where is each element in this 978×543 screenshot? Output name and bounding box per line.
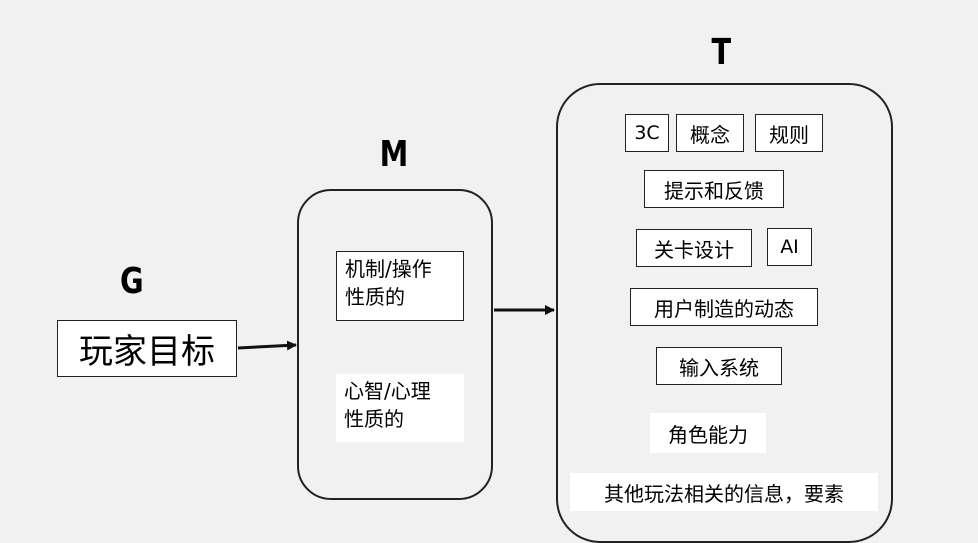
- mental-line-2: 性质的: [344, 407, 404, 431]
- t-item-concept: 概念: [676, 114, 744, 152]
- t-item-user-dynamics: 用户制造的动态: [630, 288, 818, 326]
- t-item-3c: 3C: [625, 114, 669, 152]
- mechanics-line-1: 机制/操作: [345, 257, 432, 281]
- mechanics-nature-box: 机制/操作 性质的: [336, 251, 464, 321]
- mental-line-1: 心智/心理: [344, 379, 431, 403]
- label-t: T: [711, 32, 732, 73]
- t-item-other-gameplay-info: 其他玩法相关的信息，要素: [570, 473, 878, 511]
- player-goal-box: 玩家目标: [57, 320, 237, 377]
- t-item-rules: 规则: [755, 114, 823, 152]
- player-goal-text: 玩家目标: [79, 332, 215, 372]
- t-item-input-system: 输入系统: [656, 347, 782, 385]
- mechanics-line-2: 性质的: [345, 285, 405, 309]
- label-m: M: [379, 134, 409, 175]
- arrow-g-to-m: [237, 340, 297, 351]
- t-item-level-design: 关卡设计: [636, 229, 752, 267]
- m-group: [297, 189, 493, 500]
- t-item-character-abilities: 角色能力: [650, 413, 766, 453]
- label-g: G: [119, 261, 144, 302]
- arrows-layer: [237, 305, 555, 351]
- t-item-ai: AI: [767, 228, 812, 266]
- t-item-hints-feedback: 提示和反馈: [644, 170, 784, 208]
- mental-nature-box: 心智/心理 性质的: [336, 374, 464, 442]
